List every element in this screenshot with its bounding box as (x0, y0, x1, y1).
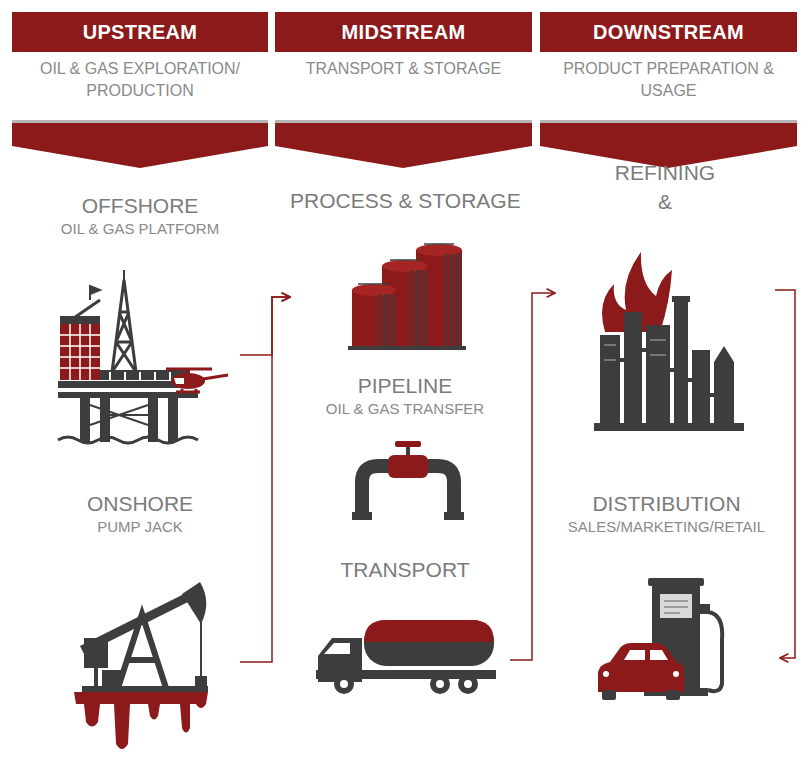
chimney-cap (672, 296, 690, 302)
truck-wheel (430, 674, 450, 694)
car-windows (624, 650, 668, 660)
refinery-base (594, 423, 744, 431)
car-light (673, 671, 679, 677)
car-icon (598, 643, 684, 692)
module-stripes (110, 372, 170, 380)
wheel-hub (436, 680, 444, 688)
tank-railing (358, 244, 454, 284)
platform-leg (148, 398, 158, 442)
refinery-pipes (620, 350, 714, 395)
stage-subtitle: PRODUCT PREPARATION & USAGE (544, 58, 793, 102)
valve-stem (406, 446, 410, 455)
node-heading: ONSHORE (40, 490, 240, 517)
oil-spill (74, 692, 208, 749)
node-heading: PROCESS & STORAGE (290, 187, 520, 214)
valve-body (388, 455, 428, 478)
node-subheading: OIL & GAS TRANSFER (300, 399, 510, 419)
car-wheel (666, 690, 680, 700)
flow-arrow (240, 297, 290, 662)
flag-icon (90, 286, 100, 300)
platform-leg (168, 398, 178, 442)
node-heading: TRANSPORT (300, 556, 510, 583)
stage-subtitle: OIL & GAS EXPLORATION/ PRODUCTION (16, 58, 264, 102)
tank-base (348, 346, 466, 350)
derrick-mast (123, 270, 125, 280)
valve-wheel (395, 441, 421, 447)
sea-waves (58, 437, 198, 443)
refinery-chimney (674, 300, 688, 425)
chevron-edge (275, 120, 532, 123)
source-node: OFFSHOREOIL & GAS PLATFORM (40, 192, 240, 450)
stage-header: DOWNSTREAM PRODUCT PREPARATION & USAGE (540, 12, 797, 112)
cab-window (324, 643, 350, 654)
tank-hatching (380, 294, 394, 348)
car-light (603, 671, 609, 677)
pitman-arm (94, 666, 98, 688)
derrick-icon (112, 280, 136, 372)
truck-tank-top (364, 620, 494, 642)
refinery-column (600, 335, 620, 425)
pump-hose (708, 612, 722, 691)
refinery-tower (714, 346, 734, 425)
node-heading: DISTRIBUTION (553, 490, 780, 517)
chevron-edge (12, 120, 268, 123)
stage-chevron (275, 122, 532, 168)
stage-header: UPSTREAM OIL & GAS EXPLORATION/ PRODUCTIO… (12, 12, 268, 112)
node-subheading: SALES/MARKETING/RETAIL (553, 517, 780, 537)
stage-title: UPSTREAM (12, 12, 268, 52)
wheel-hub (340, 680, 348, 688)
platform-leg (80, 398, 90, 442)
flow-arrow (240, 297, 290, 355)
polished-rod (200, 622, 202, 680)
transfer-node: PIPELINEOIL & GAS TRANSFER (300, 372, 510, 522)
refinery-column (692, 350, 710, 425)
truck-tank (364, 620, 494, 666)
storage-tank (352, 290, 396, 348)
pipe-flange (444, 512, 464, 520)
node-subheading: OIL & GAS PLATFORM (40, 219, 240, 239)
wheel-hub (464, 680, 472, 688)
car-wheel (602, 690, 616, 700)
node-subheading: PUMP JACK (40, 517, 240, 537)
source-node: ONSHOREPUMP JACK (40, 490, 240, 752)
helicopter-window (174, 378, 184, 384)
tank-hatching (412, 270, 426, 346)
stage-subtitle: TRANSPORT & STORAGE (279, 58, 528, 80)
truck-wheel (334, 674, 354, 694)
helicopter-body (171, 373, 205, 389)
stage-title: MIDSTREAM (275, 12, 532, 52)
node-heading: OFFSHORE (40, 192, 240, 219)
walking-beam (82, 596, 190, 650)
building-roof (60, 316, 100, 324)
node-heading: PIPELINE (300, 372, 510, 399)
column-bands (604, 340, 666, 360)
stage-chevron (12, 122, 268, 168)
refining-node: REFINING & (555, 158, 775, 433)
transport-node: TRANSPORT (300, 556, 510, 696)
distribution-node: DISTRIBUTIONSALES/MARKETING/RETAIL (553, 490, 780, 705)
stage-header: MIDSTREAM TRANSPORT & STORAGE (275, 12, 532, 112)
stage-title: DOWNSTREAM (540, 12, 797, 52)
helicopter-parts (166, 369, 228, 392)
screen-lines (664, 601, 688, 613)
flow-arrow (775, 290, 795, 658)
leg-bracing (90, 405, 148, 425)
flow-arrow (510, 293, 555, 660)
pumpjack-base (82, 686, 208, 692)
beam-pivot (137, 615, 147, 625)
node-heading: REFINING & (605, 158, 725, 216)
horse-head (182, 582, 206, 624)
window-grid (60, 324, 100, 380)
accommodation-block (60, 324, 100, 380)
pump-screen (660, 594, 692, 618)
truck-wheel (458, 674, 478, 694)
tank-hatching (446, 254, 460, 346)
pipe-flange (352, 512, 372, 520)
chevron-edge (540, 120, 797, 123)
refinery-column (624, 312, 642, 425)
facility-node: PROCESS & STORAGE (290, 187, 520, 355)
